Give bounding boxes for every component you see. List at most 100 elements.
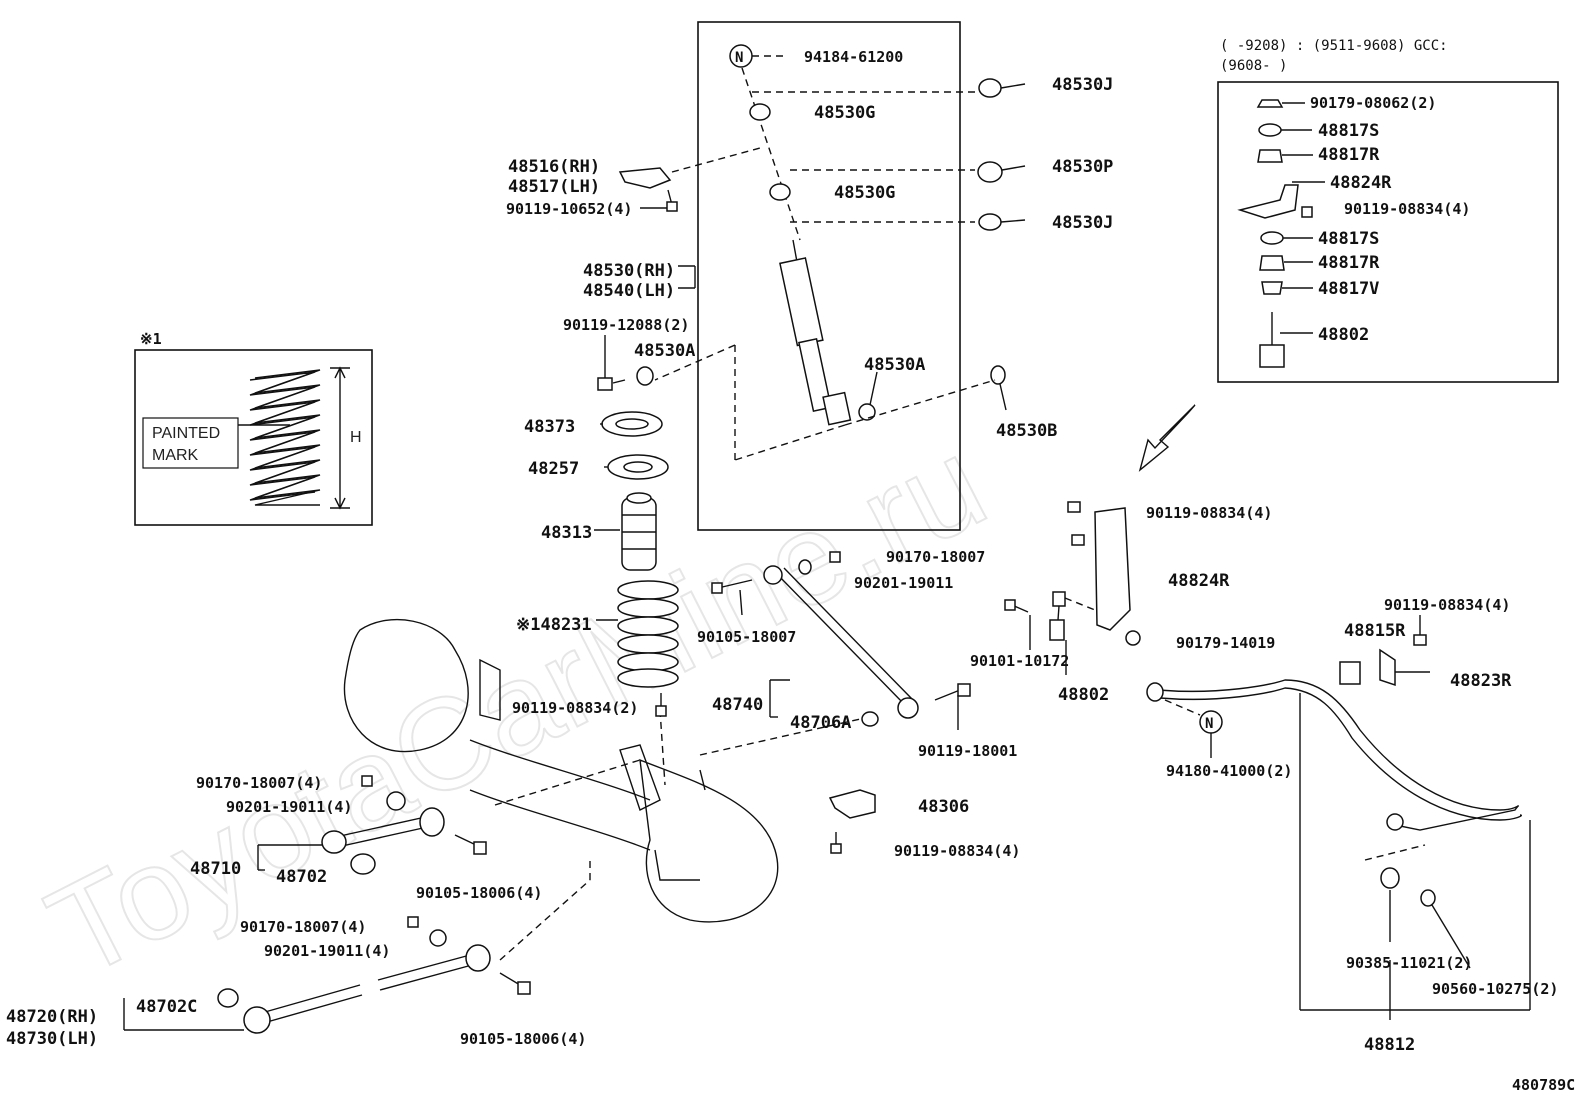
inset-marker: ※1 — [140, 330, 162, 348]
inset-bracket-48824R-icon — [1237, 184, 1299, 219]
label-90119-12088: 90119-12088(2) — [563, 316, 689, 334]
label-48373: 48373 — [524, 417, 575, 437]
label-90385-11021: 90385-11021(2) — [1346, 954, 1472, 972]
inset-bolt-90119-icon — [1301, 206, 1313, 218]
bushing-90385-icon — [1380, 867, 1400, 889]
label-90170-18007-4b: 90170-18007(4) — [240, 918, 366, 936]
shock-absorber-icon — [779, 239, 852, 426]
applicability-line-1: ( -9208) : (9511-9608) GCC: — [1220, 38, 1448, 54]
label-90170-18007-4a: 90170-18007(4) — [196, 774, 322, 792]
link-48802-icon — [1049, 591, 1066, 641]
bushing-48702C-icon — [217, 988, 239, 1008]
label-48702: 48702 — [276, 867, 327, 887]
axle-housing-sketch — [343, 618, 779, 923]
inset-label-48802: 48802 — [1318, 325, 1369, 345]
bolt-90105-18006-b-icon — [499, 972, 531, 995]
label-48530J-bottom: 48530J — [1052, 213, 1113, 233]
spring-inset-box — [134, 349, 373, 526]
washer-90201-19011-4a-icon — [386, 791, 406, 811]
svg-text:N: N — [735, 50, 743, 66]
label-48702C: 48702C — [136, 997, 197, 1017]
view-direction-arrow-icon — [1138, 404, 1196, 472]
label-48530J-top: 48530J — [1052, 75, 1113, 95]
inset-label-48817R-2: 48817R — [1318, 253, 1380, 273]
bushing-48530A-left-icon — [636, 366, 654, 386]
painted-mark-callout-box — [142, 417, 239, 469]
nut-94184-icon: N — [729, 44, 753, 68]
label-48730-lh: 48730(LH) — [6, 1029, 98, 1049]
coil-spring-48231-icon — [617, 580, 679, 688]
label-90179-14019: 90179-14019 — [1176, 634, 1275, 652]
stabilizer-bar-48812-icon — [1146, 679, 1522, 831]
label-48824R: 48824R — [1168, 571, 1230, 591]
label-48706A: 48706A — [790, 713, 851, 733]
bolt-90105-18007-icon — [711, 579, 753, 594]
label-90201-19011-4b: 90201-19011(4) — [264, 942, 390, 960]
inset-label-48824R: 48824R — [1330, 173, 1392, 193]
inset-nut-90179-icon — [1256, 99, 1284, 108]
label-48231: ※148231 — [516, 615, 592, 635]
inset-cushion-48817R-2-icon — [1259, 255, 1285, 271]
label-48530P: 48530P — [1052, 157, 1113, 177]
label-48540-lh: 48540(LH) — [583, 281, 675, 301]
bolt-90119-10652-icon — [666, 189, 678, 212]
label-94180-41000: 94180-41000(2) — [1166, 762, 1292, 780]
bolt-90119-12088-icon — [597, 335, 626, 391]
bolt-90119-08834-b-icon — [1413, 615, 1427, 646]
inset-link-48802-icon — [1259, 312, 1285, 368]
label-48313: 48313 — [541, 523, 592, 543]
applicability-line-2: (9608- ) — [1220, 58, 1287, 74]
bushing-48530A-right-icon — [858, 403, 876, 421]
painted-mark-label-1: PAINTED — [152, 425, 220, 442]
inset-label-90119: 90119-08834(4) — [1344, 200, 1470, 218]
bushing-48530G-upper-icon — [749, 103, 771, 121]
nut-N-94180-icon: N — [1199, 710, 1223, 734]
bolt-90119-18001-icon — [934, 683, 971, 701]
label-90105-18006-a: 90105-18006(4) — [416, 884, 542, 902]
label-90119-08834-2: 90119-08834(2) — [512, 699, 638, 717]
bushing-48815R-icon — [1339, 661, 1361, 685]
label-90560-10275: 90560-10275(2) — [1432, 980, 1558, 998]
label-48530-rh: 48530(RH) — [583, 261, 675, 281]
bracket-48823R-icon — [1379, 648, 1396, 687]
label-48823R: 48823R — [1450, 671, 1512, 691]
bushing-48530J-top-icon — [978, 78, 1002, 98]
label-48720-rh: 48720(RH) — [6, 1007, 98, 1027]
label-94184-61200: 94184-61200 — [804, 48, 903, 66]
label-90119-08834-a: 90119-08834(4) — [1146, 504, 1272, 522]
cushion-90560-icon — [1420, 889, 1436, 907]
bushing-48706A-icon — [861, 711, 879, 727]
painted-mark-label-2: MARK — [152, 447, 199, 464]
bolt-90105-18006-a-icon — [454, 834, 487, 855]
inset-label-90179: 90179-08062(2) — [1310, 94, 1436, 112]
inset-label-48817V: 48817V — [1318, 279, 1379, 299]
label-48530A-left: 48530A — [634, 341, 695, 361]
lower-control-arm-48720-icon — [243, 944, 491, 1034]
label-48812: 48812 — [1364, 1035, 1415, 1055]
bushing-48702-icon — [350, 853, 376, 875]
washer-90201-19011-icon — [798, 559, 812, 575]
bump-stop-48313-icon — [621, 492, 657, 571]
label-90119-08834-b: 90119-08834(4) — [1384, 596, 1510, 614]
label-90119-08834-c: 90119-08834(4) — [894, 842, 1020, 860]
label-90119-18001: 90119-18001 — [918, 742, 1017, 760]
label-48802: 48802 — [1058, 685, 1109, 705]
label-48306: 48306 — [918, 797, 969, 817]
inset-cushion-48817R-1-icon — [1257, 149, 1283, 163]
label-48710: 48710 — [190, 859, 241, 879]
upper-control-arm-48710-icon — [321, 807, 445, 854]
label-48530G-lower: 48530G — [834, 183, 895, 203]
inset-cushion-48817V-icon — [1261, 281, 1283, 295]
bushing-48530J-bottom-icon — [978, 213, 1002, 231]
label-48530G-upper: 48530G — [814, 103, 875, 123]
spring-side-view-icon — [249, 369, 321, 506]
bracket-48306-icon — [828, 789, 876, 819]
label-90170-18007: 90170-18007 — [886, 548, 985, 566]
label-90105-18007: 90105-18007 — [697, 628, 796, 646]
label-90201-19011: 90201-19011 — [854, 574, 953, 592]
bushing-48530G-lower-icon — [769, 183, 791, 201]
inset-washer-48817S-2-icon — [1260, 231, 1284, 245]
label-48530A-right: 48530A — [864, 355, 925, 375]
nut-90170-18007-4a-icon — [361, 775, 373, 787]
bracket-48516-icon — [618, 167, 672, 189]
